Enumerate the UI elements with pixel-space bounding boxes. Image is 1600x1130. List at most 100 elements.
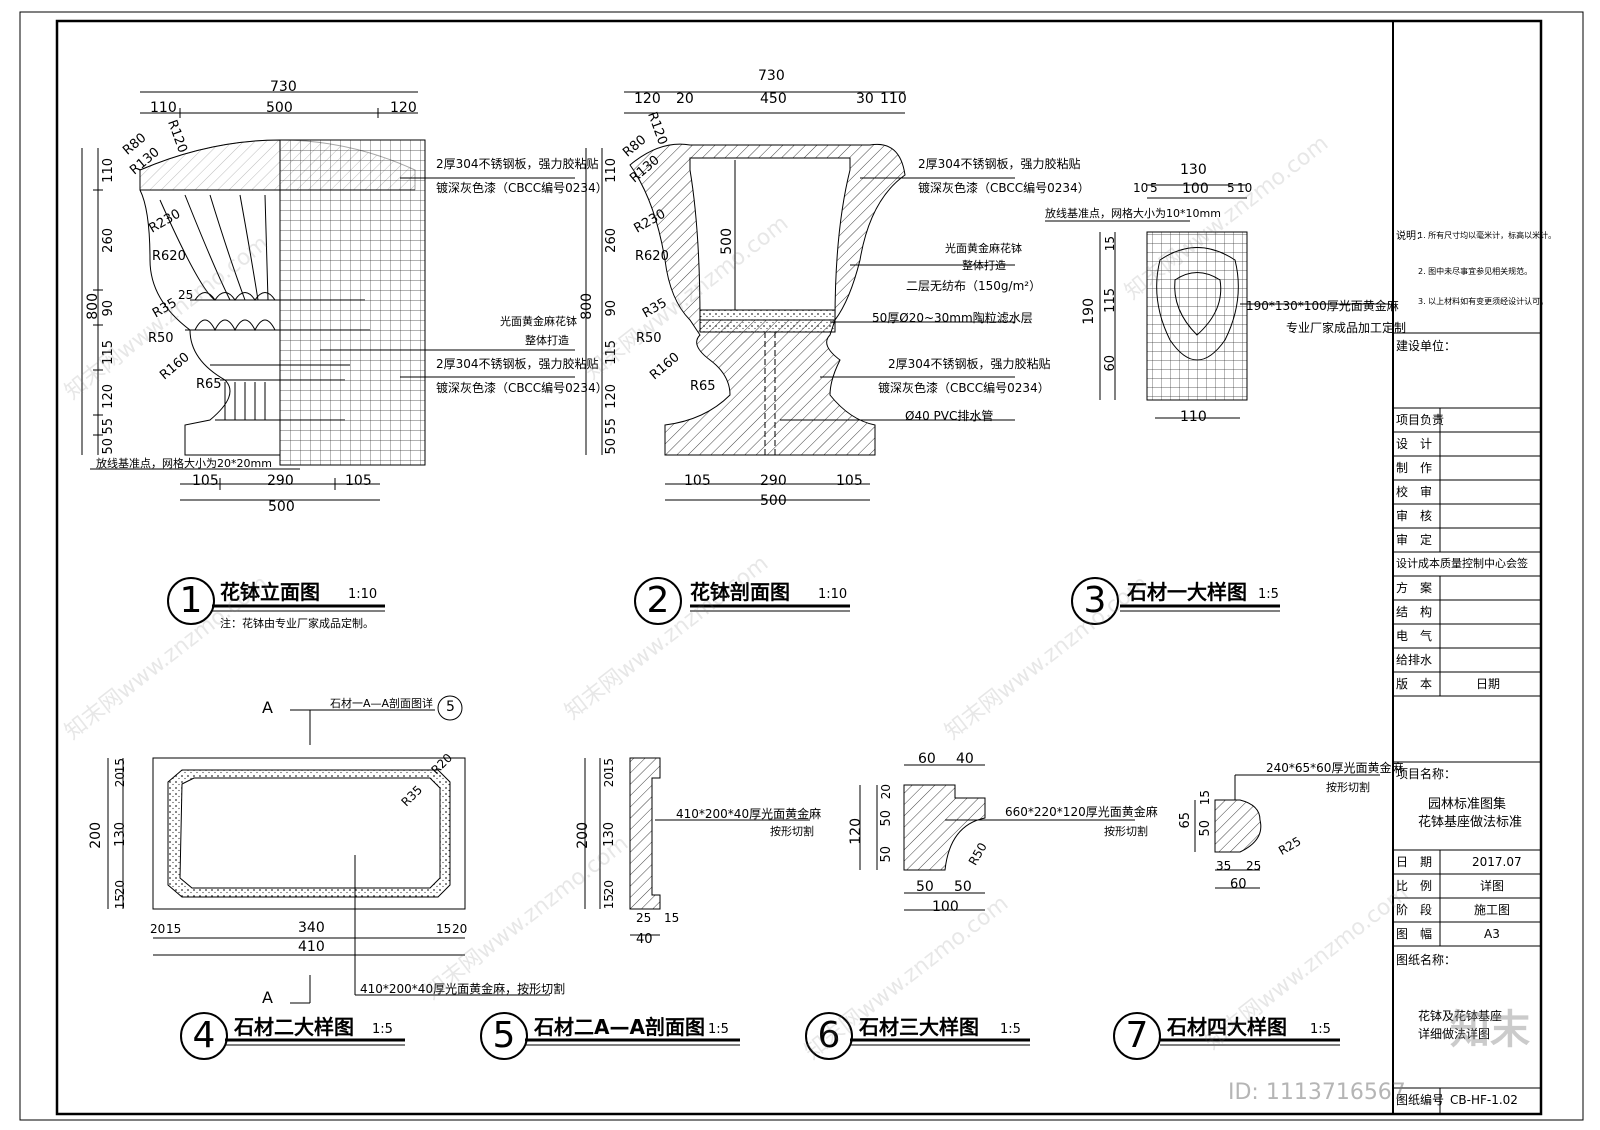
v1-d25: 25 [178,288,194,302]
v2-dim-l2: 90 [604,300,619,317]
v3-dim-a: 10 [1133,181,1149,195]
v1-dim-l0: 110 [101,158,116,183]
outer-border [19,11,1584,1121]
tb-info-3-value: A3 [1484,927,1500,941]
v6-dim-l1: 50 [879,810,894,827]
tb-row-4: 审 核 [1396,509,1433,523]
v5-dim-total: 200 [575,822,591,849]
view2-number-circle: 2 [634,577,682,625]
v2-r65: R65 [690,379,716,394]
v1-callout-1: 镀深灰色漆（CBCC编号0234） [436,181,608,195]
tb-version-label: 版 本 [1396,677,1433,691]
view6-scale: 1:5 [1000,1022,1021,1037]
v6-dim-b-total: 100 [932,899,959,915]
v4-dim-l0: 15 [113,758,127,774]
v4-dim-l3: 20 [113,880,127,896]
v1-callout-2: 光面黄金麻花钵 [500,315,577,328]
v1-dim-right: 120 [390,100,417,116]
title-underlines [212,604,1340,1046]
v5-callout-1: 按形切割 [770,825,814,838]
tb-info-2-value: 施工图 [1474,903,1511,917]
v3-callout-0: 190*130*100厚光面黄金麻 [1246,299,1399,313]
tb-project-name-label: 项目名称： [1396,767,1457,781]
v2-dim-l1: 260 [604,228,619,253]
v3-dim-l2: 60 [1103,355,1118,372]
v4-dim-b0: 20 [150,922,166,936]
v6-dim-b: 40 [956,751,974,767]
v3-dim-c: 5 [1227,181,1235,195]
tb-date-label-short: 日期 [1476,677,1501,691]
v1-dim-b-mid: 290 [267,473,294,489]
v4-section-a-bottom: A [262,988,273,1007]
v1-dim-left: 110 [150,100,177,116]
v2-callout-2: 光面黄金麻花钵 [945,242,1022,255]
v1-dim-b-total: 500 [268,499,295,515]
view5-geometry [584,757,810,936]
v2-callout-7: 镀深灰色漆（CBCC编号0234） [878,381,1050,395]
view3-scale: 1:5 [1258,587,1279,602]
tb-info-2-label: 阶 段 [1396,903,1433,917]
view1-geometry [81,91,575,501]
view2-scale: 1:10 [818,587,848,602]
v2-callout-3: 整体打造 [962,259,1006,272]
v2-r620: R620 [635,249,669,264]
v1-callout-5: 镀深灰色漆（CBCC编号0234） [436,381,608,395]
v4-dim-b4: 20 [452,922,468,936]
v1-dim-b-left: 105 [192,473,219,489]
view6-geometry [859,764,1135,911]
view7-title: 石材四大样图 [1167,1015,1287,1039]
v7-dim-l0: 15 [1198,790,1212,806]
v5-dim-l1: 20 [602,772,616,788]
v4-dim-b2: 340 [298,920,325,936]
v7-callout-1: 按形切割 [1326,781,1370,794]
v1-dim-l5: 55 [101,418,116,435]
tb-drawing-name-label: 图纸名称： [1396,953,1457,967]
v1-r65: R65 [196,377,222,392]
tb-info-3-label: 图 幅 [1396,927,1433,941]
v2-dim-b-mid: 290 [760,473,787,489]
tb-info-1-label: 比 例 [1396,879,1433,893]
v2-dim-d2: 20 [676,91,694,107]
v2-callout-8: Ø40 PVC排水管 [905,409,994,423]
v2-dim-d1: 120 [634,91,661,107]
v7-dim-total: 65 [1178,812,1193,829]
v6-dim-total: 120 [848,818,864,845]
tb-sign-row-0: 方 案 [1396,581,1433,595]
view6-number-circle: 6 [805,1012,853,1060]
v6-callout-1: 按形切割 [1104,825,1148,838]
v3-dim-mid: 100 [1182,181,1209,197]
view5-scale: 1:5 [708,1022,729,1037]
v2-r50: R50 [636,331,662,346]
v3-grid-note: 放线基准点，网格大小为10*10mm [1045,207,1221,220]
view6-title: 石材三大样图 [859,1015,979,1039]
v2-dim-d3: 30 [856,91,874,107]
v6-dim-a: 60 [918,751,936,767]
v1-grid-note: 放线基准点，网格大小为20*20mm [96,457,272,470]
tb-drawing-name-1: 花钵及花钵基座 [1418,1009,1503,1023]
view1-title: 花钵立面图 [220,580,320,604]
tb-drawing-name-2: 详细做法详图 [1418,1027,1491,1041]
view2-geometry [585,91,1015,501]
v1-dim-b-right: 105 [345,473,372,489]
view4-number-circle: 4 [180,1012,228,1060]
view7-geometry [1194,774,1380,889]
view4-title: 石材二大样图 [234,1015,354,1039]
v5-dim-b-a: 25 [636,911,652,925]
watermark-logo: 知末 [1450,1007,1530,1053]
view3-geometry [1045,184,1390,419]
v4-section-ref: 5 [446,699,455,715]
v1-callout-0: 2厚304不锈钢板，强力胶粘贴 [436,157,599,171]
tb-sign-row-3: 给排水 [1396,653,1433,667]
v1-callout-4: 2厚304不锈钢板，强力胶粘贴 [436,357,599,371]
v4-section-label: 石材一A—A剖面图详 [330,697,434,710]
v1-dim-l1: 260 [101,228,116,253]
tb-row-1: 设 计 [1396,437,1433,451]
v4-dim-total: 200 [88,822,104,849]
v7-dim-b-a: 35 [1216,859,1232,873]
v7-dim-b-total: 60 [1230,877,1247,892]
v2-dim-b-total: 500 [760,493,787,509]
tb-note-1: 1. 所有尺寸均以毫米计，标高以米计。 [1418,231,1557,240]
view1-note: 注：花钵由专业厂家成品定制。 [220,617,374,630]
